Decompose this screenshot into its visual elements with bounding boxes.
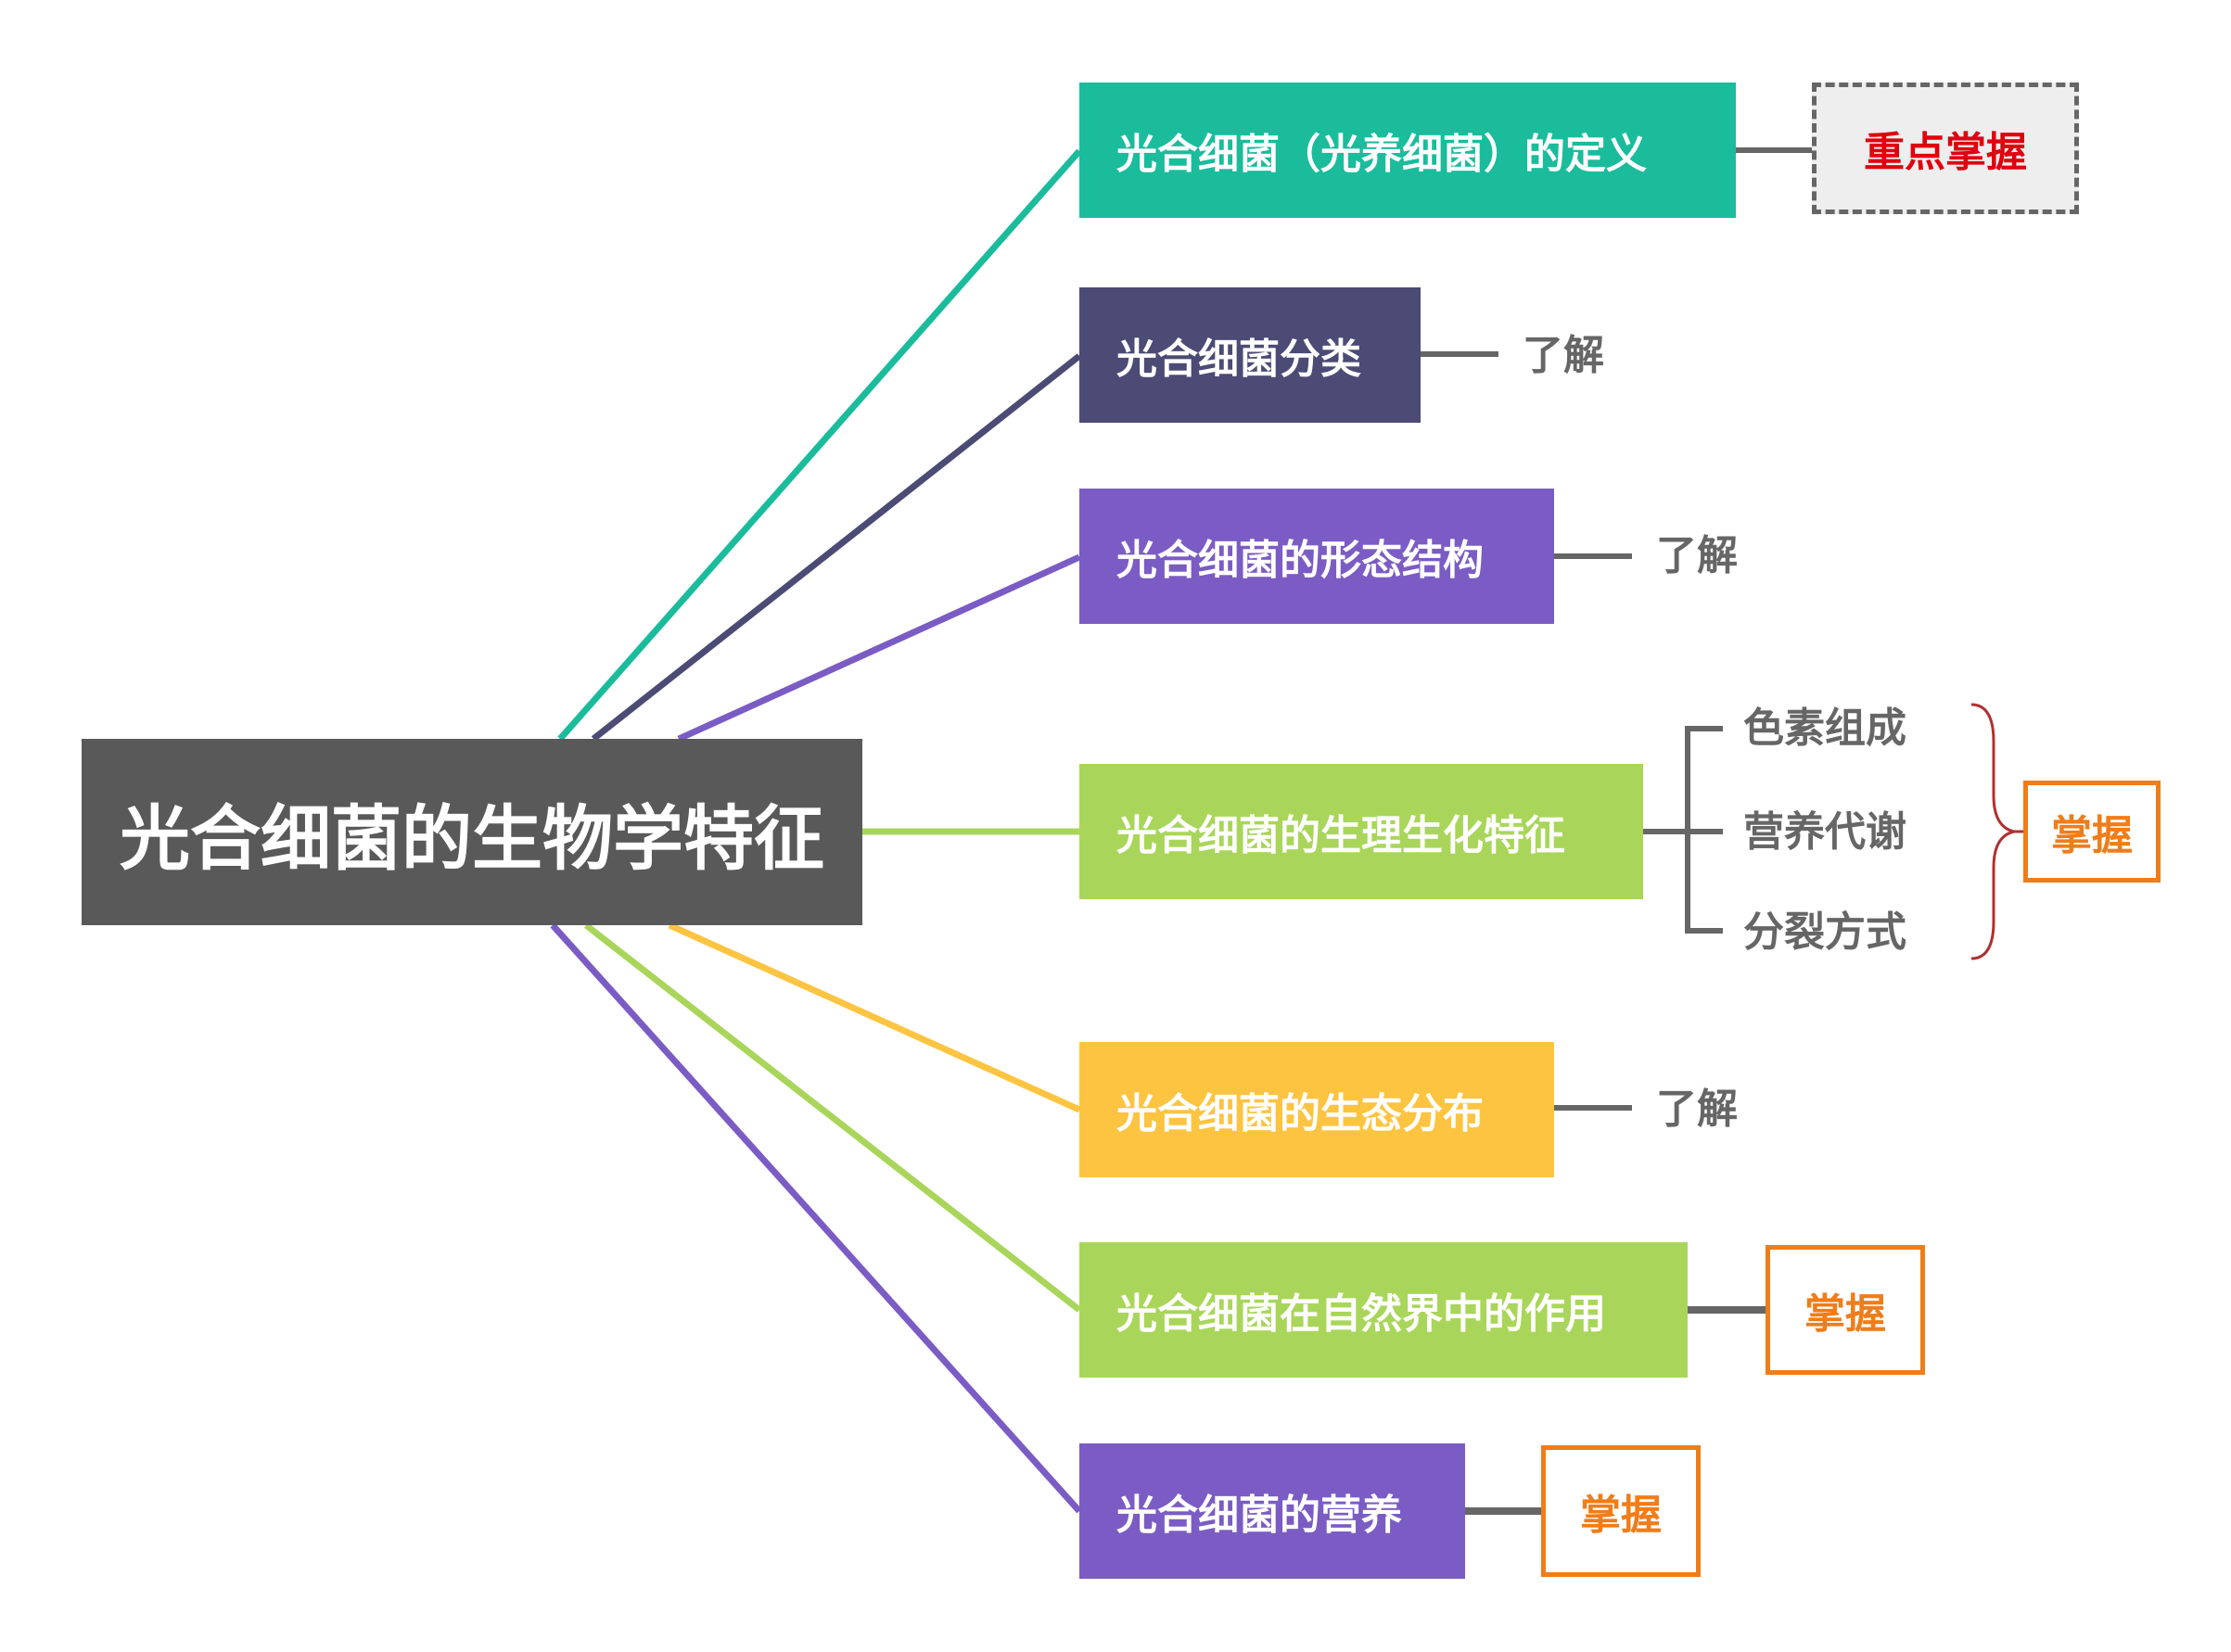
note-morphology: 了解 [1656, 532, 1738, 579]
connector-6 [583, 922, 1082, 1313]
sub-item-division: 分裂方式 [1743, 909, 1906, 956]
branch-label: 光合细菌分类 [1116, 336, 1361, 383]
branch-classification[interactable]: 光合细菌分类 [1079, 287, 1421, 423]
branch-physiology[interactable]: 光合细菌的生理生化特征 [1079, 764, 1643, 899]
branch-morphology[interactable]: 光合细菌的形态结构 [1079, 489, 1554, 624]
key-point-tag: 重点掌握 [1812, 83, 2079, 214]
master-tag-role: 掌握 [1766, 1245, 1925, 1375]
root-label: 光合细菌的生物学特征 [120, 796, 824, 880]
curly-brace [1970, 703, 2015, 960]
sub-item-metabolism: 营养代谢 [1743, 808, 1906, 856]
connector-3 [677, 553, 1081, 743]
note-classification: 了解 [1523, 332, 1604, 379]
master-tag-physiology: 掌握 [2023, 781, 2161, 883]
sub-items-bracket [1643, 726, 1723, 934]
branch-definition[interactable]: 光合细菌（光养细菌）的定义 [1079, 83, 1736, 218]
tag-label: 掌握 [1580, 1492, 1662, 1539]
branch-nutrition[interactable]: 光合细菌的营养 [1079, 1443, 1465, 1579]
connector-1 [557, 148, 1082, 742]
connector-7 [550, 922, 1082, 1514]
tag-label: 重点掌握 [1864, 129, 2027, 176]
sub-item-pigment: 色素组成 [1743, 705, 1906, 752]
tag-label: 掌握 [1804, 1290, 1886, 1338]
root-node[interactable]: 光合细菌的生物学特征 [82, 739, 862, 925]
branch-label: 光合细菌（光养细菌）的定义 [1116, 131, 1647, 178]
master-tag-nutrition: 掌握 [1541, 1445, 1701, 1577]
branch-label: 光合细菌的生理生化特征 [1116, 812, 1565, 859]
tag-label: 掌握 [2051, 812, 2133, 859]
note-ecology: 了解 [1656, 1086, 1738, 1133]
branch-label: 光合细菌的生态分布 [1116, 1090, 1484, 1137]
branch-label: 光合细菌的形态结构 [1116, 537, 1484, 584]
branch-ecology[interactable]: 光合细菌的生态分布 [1079, 1042, 1554, 1177]
branch-label: 光合细菌的营养 [1116, 1492, 1402, 1539]
connector-5 [668, 921, 1081, 1113]
connector-2 [591, 353, 1082, 742]
branch-label: 光合细菌在自然界中的作用 [1116, 1290, 1606, 1338]
branch-role-in-nature[interactable]: 光合细菌在自然界中的作用 [1079, 1242, 1688, 1378]
